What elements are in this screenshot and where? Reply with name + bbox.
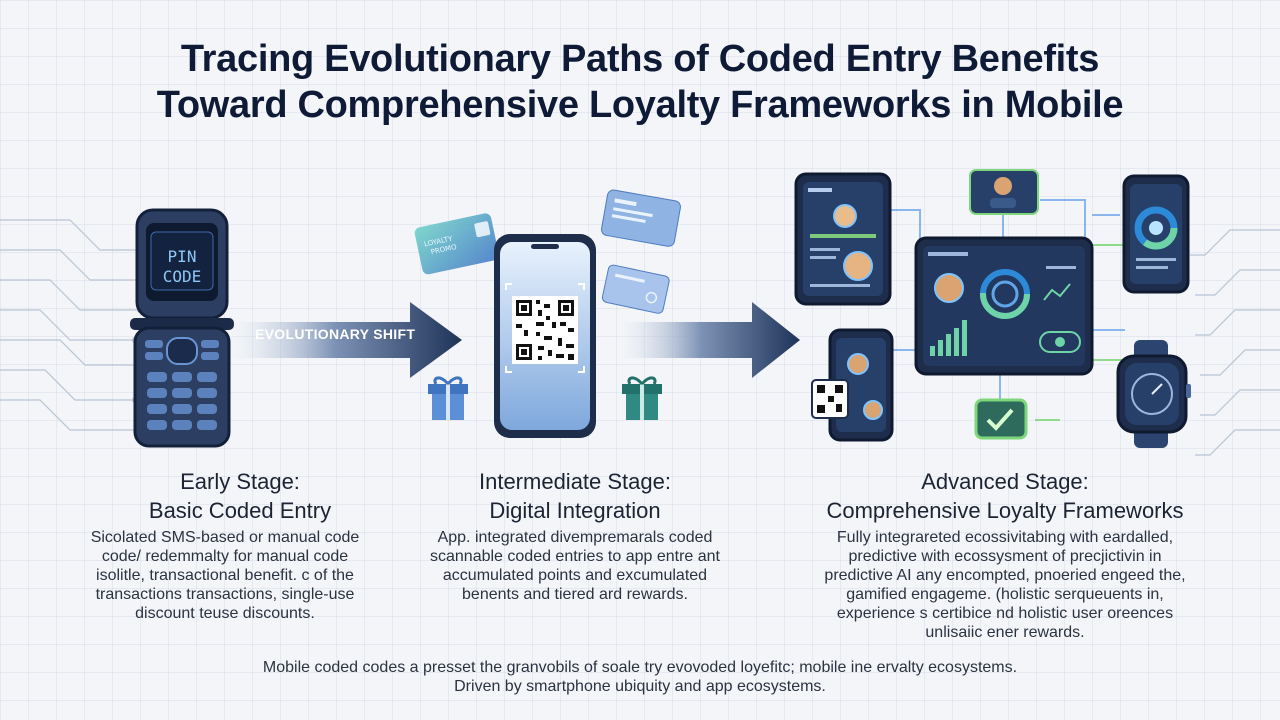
stage-intermediate-description: App. integrated divempremarals coded sca… — [405, 528, 745, 604]
dashboard-tablet — [914, 236, 1094, 376]
pin-code-line-1: PIN — [168, 247, 197, 266]
coupon-ticket-icon — [414, 213, 499, 275]
checkmark-badge-icon — [974, 398, 1028, 440]
flip-phone-icon — [130, 208, 234, 448]
stage-early-heading-2: Basic Coded Entry — [148, 498, 332, 523]
app-phone-right — [1122, 174, 1190, 294]
stage-advanced-desc-line: gamified engageme. (holistic serqueuents… — [846, 586, 1164, 603]
page-title: Tracing Evolutionary Paths of Coded Entr… — [0, 36, 1280, 128]
coupon-card-icon — [601, 189, 681, 314]
gift-icon-left — [428, 376, 468, 420]
footer-line-1: Mobile coded codes a presset the granvob… — [262, 659, 1018, 676]
stage-intermediate-heading-1: Intermediate Stage: — [478, 469, 671, 494]
stage-early-desc-line: discount teuse discounts. — [135, 605, 315, 622]
evolution-arrow-2 — [620, 302, 800, 378]
app-tablet-left — [794, 172, 892, 306]
stage-advanced-heading-1: Advanced Stage: — [921, 469, 1089, 494]
stage-advanced-desc-line: predictive AI any encompted, pnoeried en… — [824, 567, 1186, 584]
stage-early-description: Sicolated SMS-based or manual code code/… — [40, 528, 410, 623]
stage-advanced-desc-line: experience s certibice nd holistic user … — [836, 605, 1174, 622]
footer-note: Mobile coded codes a presset the granvob… — [0, 658, 1280, 696]
title-line-1: Tracing Evolutionary Paths of Coded Entr… — [180, 38, 1100, 80]
stage-intermediate-heading: Intermediate Stage: Digital Integration — [390, 467, 760, 525]
qr-code-icon — [512, 296, 578, 364]
stage-intermediate-desc-line: App. integrated divempremarals coded — [437, 529, 713, 546]
gift-icon-right — [622, 376, 662, 420]
stage-advanced-desc-line: Fully integrareted ecossivitabing with e… — [836, 529, 1174, 546]
profile-card — [969, 169, 1039, 215]
stage-advanced-desc-line: unlisaiic ener rewards. — [925, 624, 1085, 641]
evolutionary-shift-label: EVOLUTIONARY SHIFT — [255, 326, 416, 342]
pin-code-line-2: CODE — [163, 267, 202, 286]
stage-advanced-desc-line: predictive with ecossysment of precjicti… — [848, 548, 1162, 565]
evolution-arrow-1 — [230, 302, 462, 378]
smartwatch-icon — [1116, 340, 1191, 448]
stage-intermediate-desc-line: accumulated points and excumulated — [442, 567, 708, 584]
footer-line-2: Driven by smartphone ubiquity and app ec… — [454, 678, 826, 695]
stage-intermediate-heading-2: Digital Integration — [489, 498, 661, 523]
stage-advanced-heading-2: Comprehensive Loyalty Frameworks — [826, 498, 1184, 523]
stage-early-desc-line: Sicolated SMS-based or manual code — [90, 529, 360, 546]
stage-early-heading-1: Early Stage: — [180, 469, 300, 494]
stage-early-desc-line: code/ redemmalty for manual code — [101, 548, 349, 565]
stage-advanced-heading: Advanced Stage: Comprehensive Loyalty Fr… — [800, 467, 1210, 525]
stage-intermediate-desc-line: scannable coded entries to app entre ant — [430, 548, 720, 565]
app-phone-lower-left — [811, 328, 894, 442]
stage-early-desc-line: transactions transactions, single-use — [95, 586, 355, 603]
stage-intermediate-desc-line: benents and tiered ard rewards. — [462, 586, 688, 603]
smartphone-icon — [494, 234, 596, 438]
stage-advanced-description: Fully integrareted ecossivitabing with e… — [785, 528, 1225, 642]
circuit-lines-left — [0, 219, 154, 431]
title-line-2: Toward Comprehensive Loyalty Frameworks … — [156, 84, 1124, 126]
circuit-lines-right — [1190, 229, 1280, 456]
stage-early-desc-line: isolitle, transactional benefit. c of th… — [96, 567, 354, 584]
stage-early-heading: Early Stage: Basic Coded Entry — [90, 467, 390, 525]
